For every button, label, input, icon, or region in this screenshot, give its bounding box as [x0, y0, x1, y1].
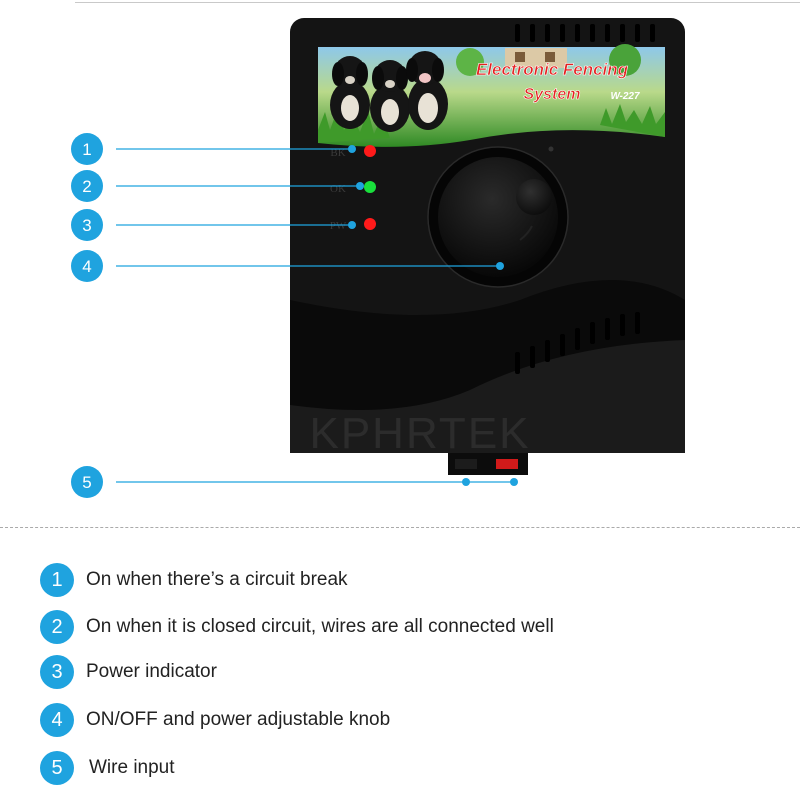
wire-terminals — [448, 453, 528, 475]
legend-description: ON/OFF and power adjustable knob — [86, 709, 391, 730]
indicator-hole — [548, 146, 554, 152]
callout-lines — [116, 148, 514, 483]
legend-number-badge: 5 — [40, 751, 74, 785]
svg-text:3: 3 — [82, 216, 91, 235]
legend-item-5: 5 Wire input — [40, 746, 175, 790]
legend-number-badge: 2 — [40, 610, 74, 644]
legend-description: On when it is closed circuit, wires are … — [86, 616, 554, 637]
device-illustration: Electronic Fencing System W-227 BK OK PW… — [71, 18, 685, 498]
svg-text:2: 2 — [82, 177, 91, 196]
model-number: W-227 — [610, 91, 640, 102]
led-ok-green — [364, 181, 376, 193]
device-front-lip — [290, 340, 685, 453]
legend-number-badge: 3 — [40, 655, 74, 689]
svg-text:4: 4 — [82, 257, 91, 276]
legend-description: On when there’s a circuit break — [86, 569, 348, 590]
side-vents — [515, 312, 640, 374]
legend-item-2: 2 On when it is closed circuit, wires ar… — [40, 605, 554, 649]
led-bk-red — [364, 145, 376, 157]
legend-description: Power indicator — [86, 661, 217, 682]
callout-badge-1: 1 — [71, 133, 103, 165]
callout-badge-5: 5 — [71, 466, 103, 498]
led-label-ok: OK — [330, 183, 346, 195]
led-label-bk: BK — [330, 147, 345, 159]
label-subtitle: System — [524, 86, 581, 103]
led-label-pw: PW — [330, 220, 347, 232]
legend-number-badge: 1 — [40, 563, 74, 597]
legend-description: Wire input — [89, 757, 175, 778]
top-vents — [515, 24, 655, 42]
section-divider — [0, 527, 800, 528]
top-rule — [75, 2, 800, 3]
svg-text:5: 5 — [82, 473, 91, 492]
legend-number-badge: 4 — [40, 703, 74, 737]
puppies-illustration — [330, 51, 448, 132]
led-pw-red — [364, 218, 376, 230]
watermark: KPHRTEK — [309, 409, 530, 458]
legend-item-1: 1 On when there’s a circuit break — [40, 558, 348, 602]
callout-badge-4: 4 — [71, 250, 103, 282]
callout-badge-2: 2 — [71, 170, 103, 202]
label-title: Electronic Fencing — [476, 60, 629, 79]
power-knob[interactable] — [427, 146, 569, 288]
callout-badge-3: 3 — [71, 209, 103, 241]
svg-text:1: 1 — [82, 140, 91, 159]
callout-dots — [348, 145, 518, 486]
legend-item-3: 3 Power indicator — [40, 650, 217, 694]
legend-item-4: 4 ON/OFF and power adjustable knob — [40, 698, 390, 742]
